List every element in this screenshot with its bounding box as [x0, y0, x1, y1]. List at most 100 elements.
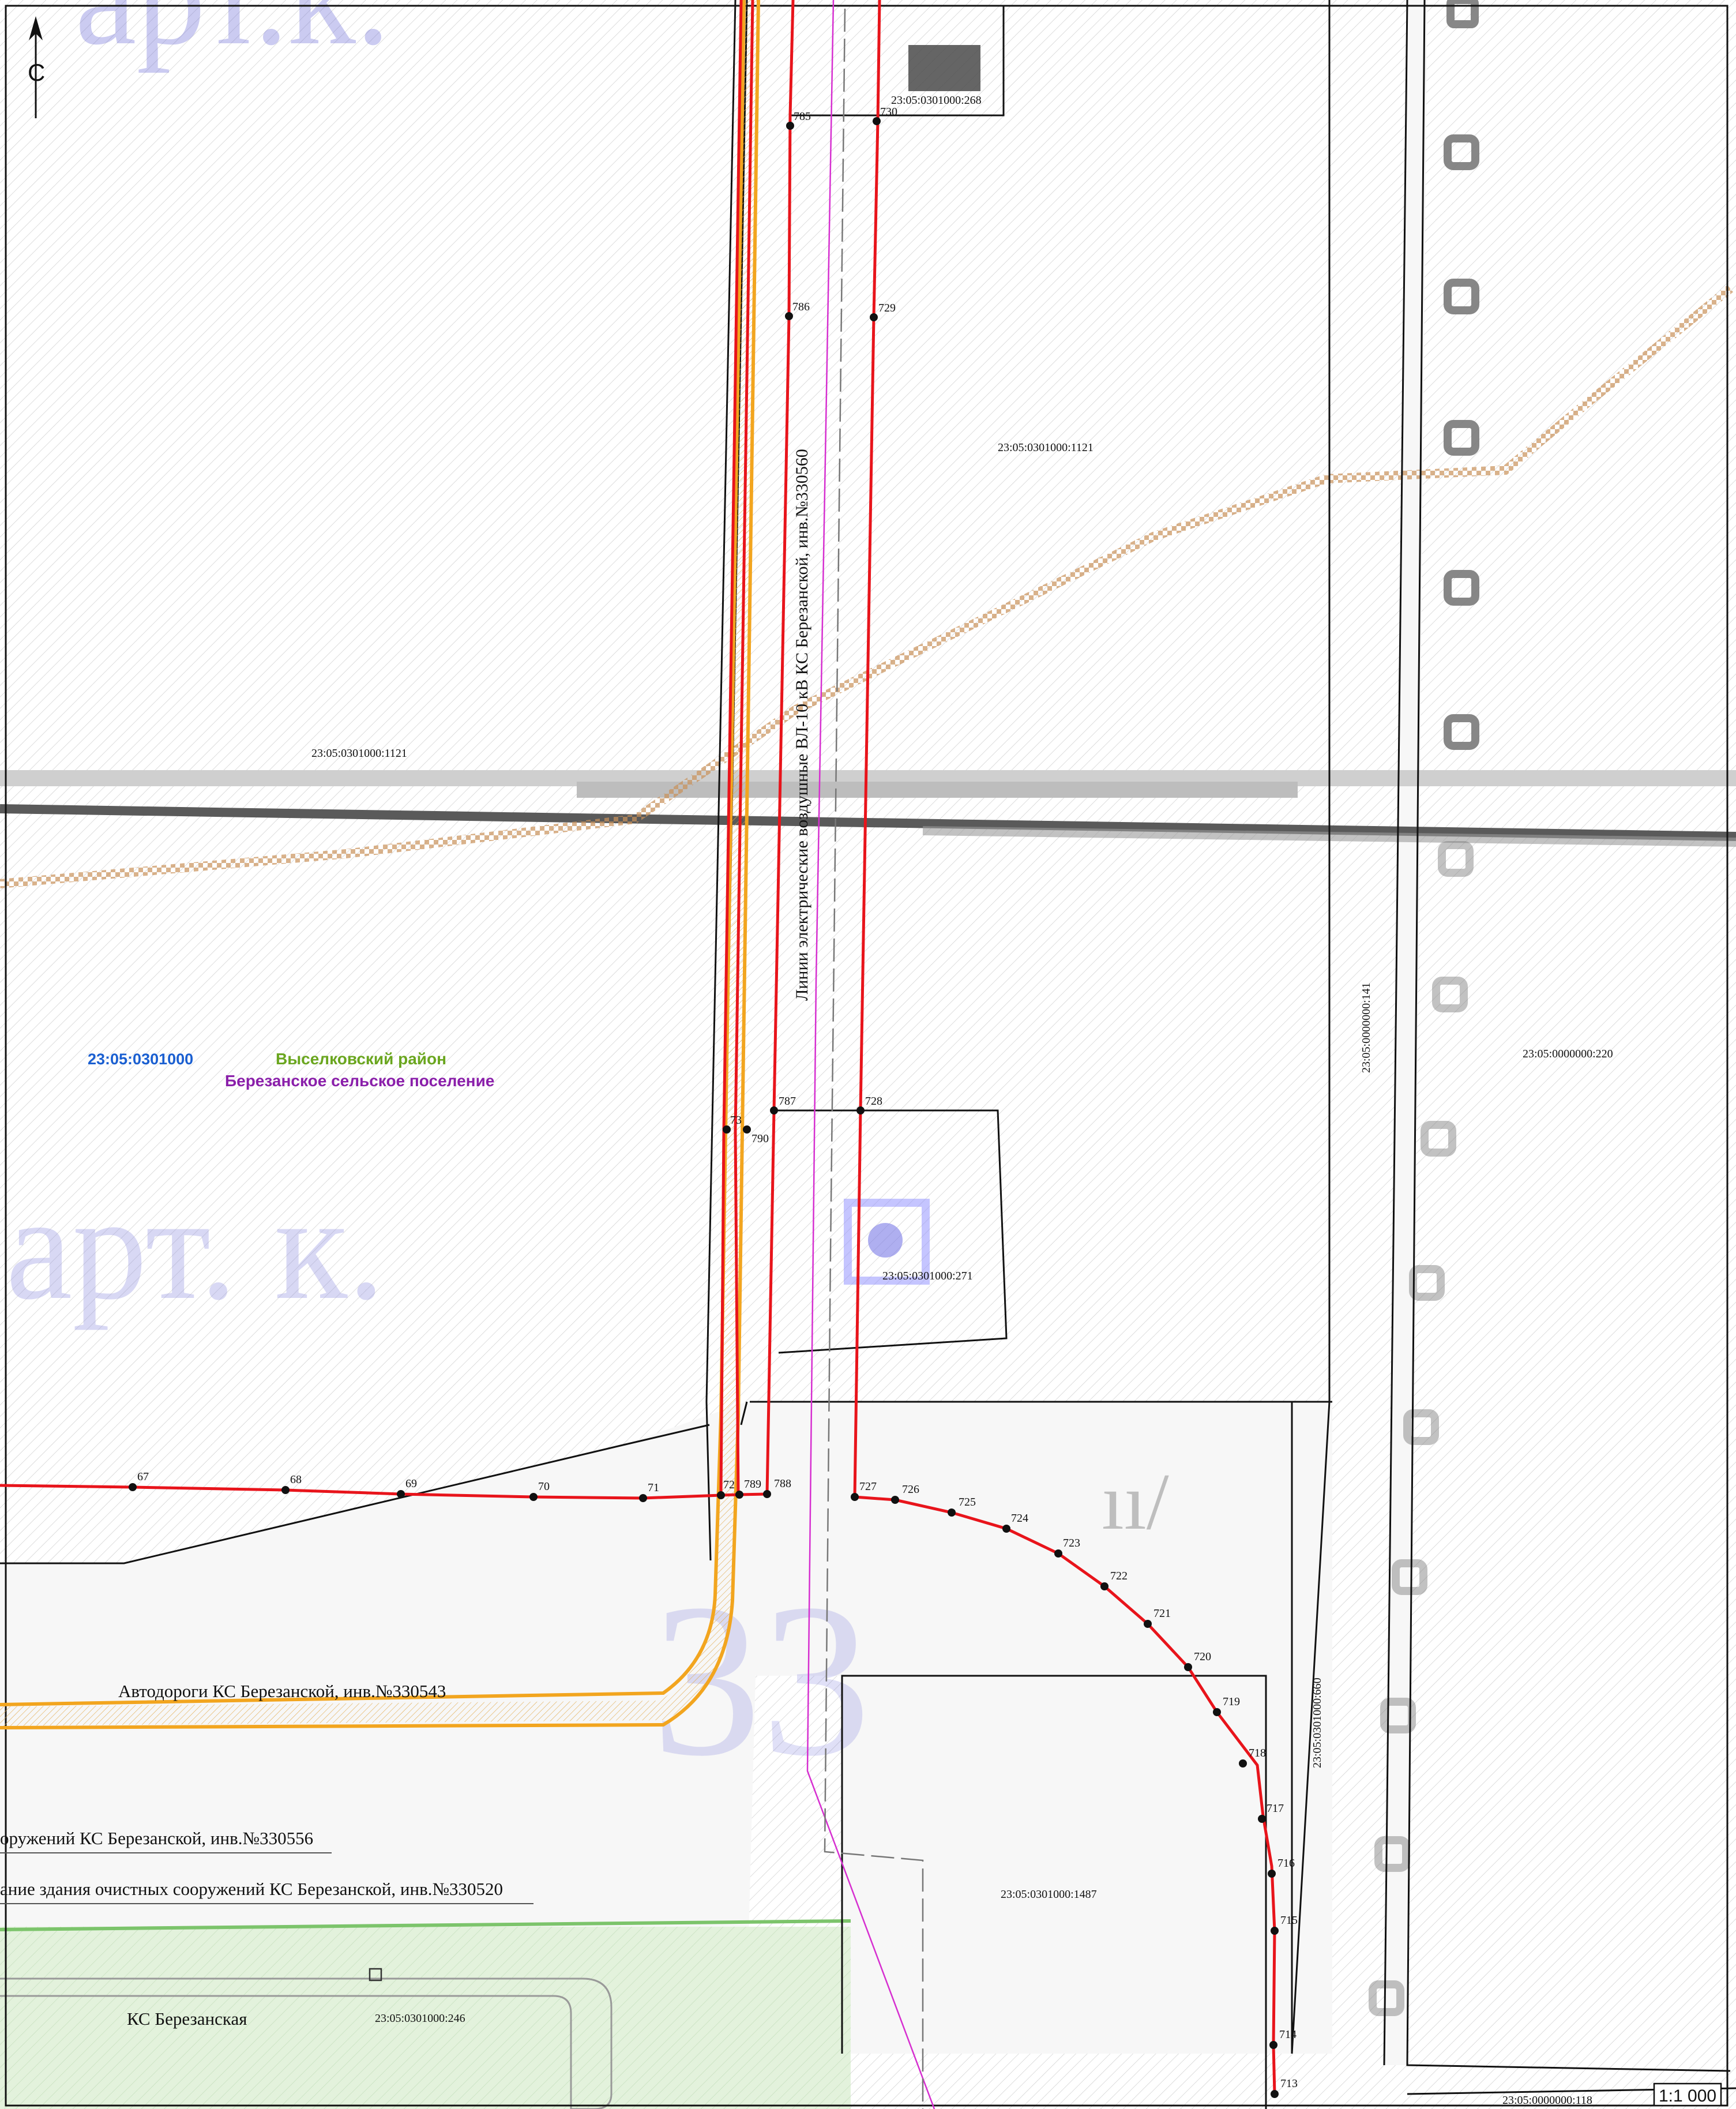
- station-top-border: [0, 1919, 851, 1931]
- point-marker-70: [529, 1493, 538, 1501]
- dashed-line: [824, 8, 924, 2109]
- point-label-785: 785: [794, 110, 811, 123]
- point-marker-785: [786, 122, 794, 130]
- point-label-728: 728: [865, 1095, 882, 1108]
- point-label-722: 722: [1110, 1570, 1128, 1582]
- point-label-68: 68: [290, 1473, 302, 1486]
- point-marker-69: [397, 1490, 405, 1498]
- road-line: [0, 0, 760, 1729]
- point-label-727: 727: [859, 1480, 877, 1493]
- point-marker-716: [1268, 1870, 1276, 1878]
- building-271-core: [868, 1223, 903, 1258]
- point-marker-720: [1184, 1663, 1192, 1671]
- district-label: Выселковский район: [276, 1050, 446, 1068]
- point-marker-788: [763, 1490, 771, 1498]
- parcel-label-1121b: 23:05:0301000:1121: [311, 747, 407, 760]
- point-marker-727: [851, 1493, 859, 1501]
- point-marker-715: [1271, 1927, 1279, 1935]
- point-label-719: 719: [1223, 1695, 1240, 1708]
- point-marker-722: [1100, 1582, 1109, 1590]
- point-marker-717: [1258, 1815, 1266, 1823]
- station-inner-outline: [0, 1977, 613, 2109]
- point-label-723: 723: [1063, 1537, 1080, 1549]
- parcel-label-268: 23:05:0301000:268: [891, 94, 982, 107]
- point-marker-786: [785, 312, 793, 320]
- point-marker-67: [129, 1483, 137, 1491]
- svg-text:арт. к.: арт. к.: [6, 1165, 385, 1331]
- parcel-label-118: 23:05:0000000:118: [1502, 2094, 1592, 2107]
- structures-label: оружений КС Березанской, инв.№330556: [0, 1828, 313, 1848]
- parcel-label-660: 23:05:0301000:660: [1311, 1678, 1324, 1768]
- point-marker-719: [1213, 1708, 1221, 1716]
- point-marker-713: [1271, 2090, 1279, 2098]
- point-label-717: 717: [1267, 1802, 1284, 1815]
- magenta-line: [806, 0, 935, 2109]
- power-line-label: Линии электрические воздушные ВЛ-10 кВ К…: [792, 449, 811, 1001]
- point-marker-725: [948, 1508, 956, 1517]
- point-marker-73: [723, 1125, 731, 1134]
- point-marker-68: [281, 1486, 290, 1494]
- point-marker-724: [1002, 1525, 1010, 1533]
- parcel-label-1121a: 23:05:0301000:1121: [998, 441, 1094, 454]
- point-label-790: 790: [751, 1132, 769, 1145]
- point-label-786: 786: [792, 301, 810, 313]
- station-label: КС Березанская: [127, 2009, 247, 2029]
- parcel-label-246: 23:05:0301000:246: [375, 2012, 465, 2025]
- point-label-730: 730: [880, 106, 897, 118]
- point-label-720: 720: [1194, 1650, 1211, 1663]
- point-marker-729: [870, 313, 878, 321]
- point-label-789: 789: [744, 1478, 761, 1491]
- point-label-787: 787: [779, 1095, 796, 1108]
- well-icons: [1369, 0, 1479, 2016]
- point-label-726: 726: [902, 1483, 919, 1496]
- point-marker-790: [743, 1125, 751, 1134]
- point-marker-71: [639, 1494, 647, 1502]
- scale-label: 1:1 000: [1659, 2087, 1716, 2106]
- road-zone-right: [1384, 0, 1427, 2065]
- north-label: С: [28, 59, 45, 86]
- station-area-hatch: [0, 1927, 851, 2109]
- point-marker-721: [1144, 1620, 1152, 1628]
- building-top: [908, 45, 980, 91]
- parcel-label-1487: 23:05:0301000:1487: [1001, 1888, 1097, 1901]
- parcel-label-271: 23:05:0301000:271: [882, 1270, 973, 1282]
- point-label-716: 716: [1277, 1857, 1295, 1870]
- point-label-72: 72: [723, 1478, 735, 1491]
- parcel-label-220: 23:05:0000000:220: [1523, 1048, 1613, 1060]
- north-arrow: С: [28, 16, 45, 118]
- point-marker-787: [770, 1106, 778, 1114]
- point-marker-718: [1239, 1759, 1247, 1767]
- point-marker-714: [1269, 2041, 1277, 2049]
- point-marker-789: [735, 1491, 743, 1499]
- svg-text:ıı/: ıı/: [1102, 1457, 1169, 1547]
- parcel-label-141: 23:05:0000000:141: [1360, 982, 1373, 1073]
- point-label-69: 69: [405, 1477, 417, 1490]
- point-label-713: 713: [1280, 2077, 1298, 2090]
- point-marker-728: [856, 1106, 865, 1114]
- point-marker-723: [1054, 1549, 1062, 1558]
- point-label-788: 788: [774, 1477, 791, 1490]
- point-label-729: 729: [878, 302, 896, 314]
- small-square-icon: [369, 1968, 382, 1982]
- svg-text:арт.к.: арт.к.: [75, 0, 390, 73]
- pipeline: [0, 284, 1733, 888]
- road-label: Автодороги КС Березанской, инв.№330543: [118, 1681, 446, 1701]
- point-label-718: 718: [1249, 1747, 1266, 1759]
- settlement-label: Березанское сельское поселение: [225, 1072, 494, 1090]
- point-label-721: 721: [1153, 1607, 1171, 1620]
- point-label-70: 70: [538, 1480, 550, 1493]
- point-label-725: 725: [959, 1496, 976, 1508]
- building-271: [844, 1199, 930, 1285]
- point-label-724: 724: [1011, 1512, 1028, 1525]
- background-letters: арт.к. арт. к. 33 ıı/: [6, 0, 1169, 1802]
- scale-box: [1653, 2082, 1722, 2107]
- point-marker-72: [717, 1491, 725, 1499]
- gray-band: [0, 770, 1736, 847]
- quarter-label: 23:05:0301000: [88, 1050, 193, 1068]
- point-label-715: 715: [1280, 1914, 1298, 1927]
- point-marker-730: [873, 117, 881, 125]
- treatment-building-label: ание здания очистных сооружений КС Берез…: [0, 1879, 503, 1899]
